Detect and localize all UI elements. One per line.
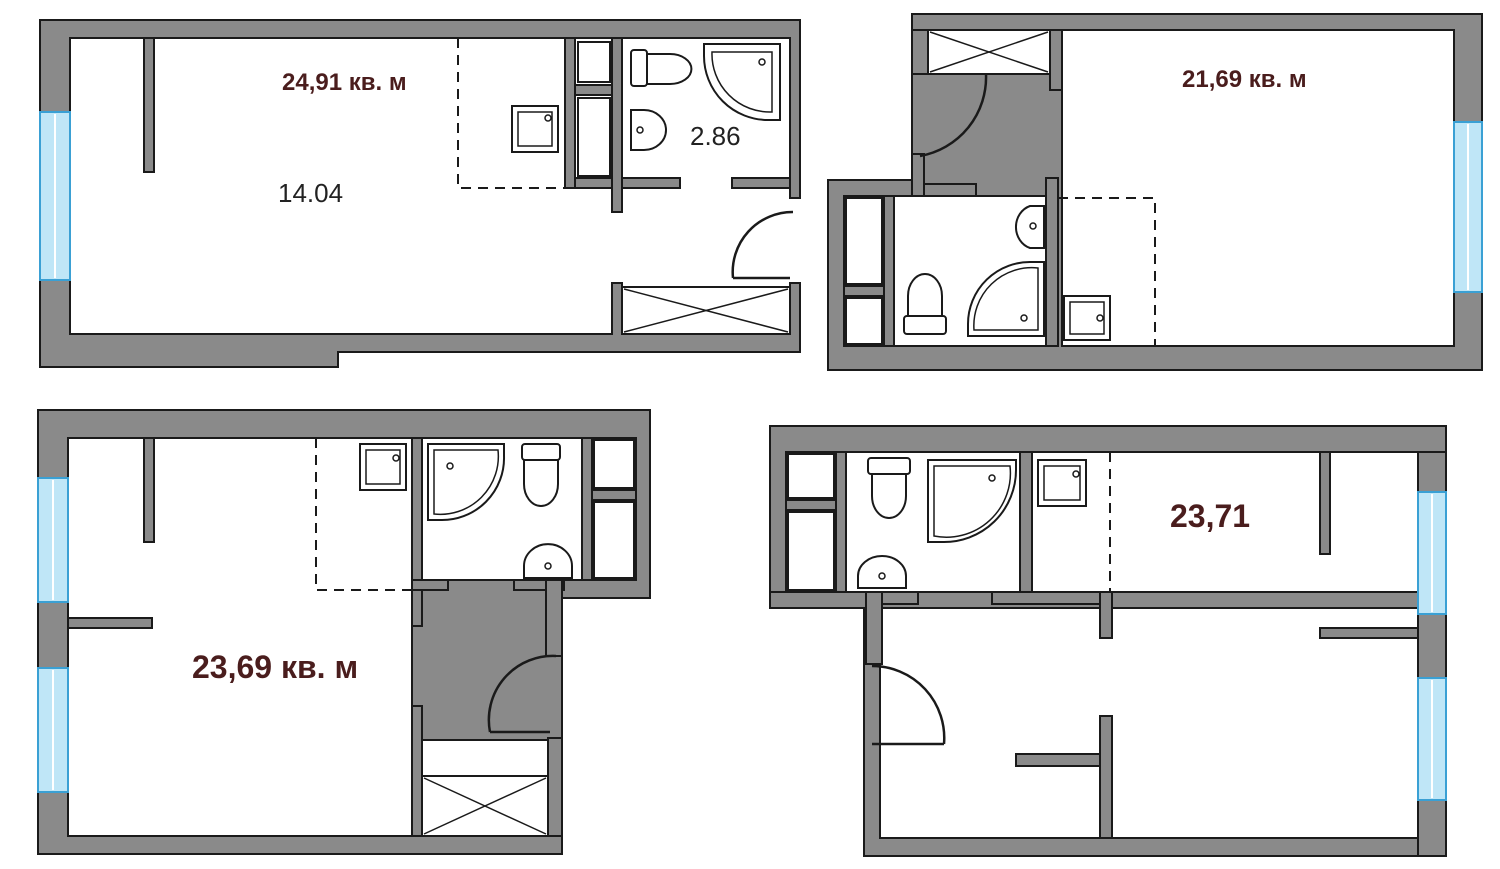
plan-1-room-label: 14.04 — [278, 178, 343, 208]
plan-3-partition — [591, 489, 637, 501]
plan-3-partition — [411, 437, 423, 627]
plan-3-partition — [547, 737, 563, 837]
plan-4-area-label: 23,71 — [1170, 498, 1250, 534]
plan-4-partition — [1417, 451, 1447, 493]
plan-4-toilet-icon — [867, 457, 911, 475]
plan-2-partition — [883, 195, 895, 347]
plan-2-partition — [923, 183, 977, 197]
plan-3-partition — [513, 579, 565, 591]
plan-1-toilet-icon — [630, 49, 648, 87]
plan-2-closet — [845, 197, 883, 285]
plan-2-partition — [1045, 177, 1059, 347]
plan-4-partition — [769, 591, 881, 609]
plan-1-closet — [577, 97, 611, 177]
plan-1-shower-icon — [703, 43, 781, 121]
plan-1-washbasin-icon — [630, 109, 667, 151]
plan-2-area-label: 21,69 кв. м — [1182, 66, 1307, 93]
plan-1-partition — [731, 177, 791, 189]
plan-2-kitchen-zone — [1058, 197, 1156, 346]
plan-1-partition — [611, 37, 623, 213]
plan-4-washbasin-icon — [857, 555, 907, 589]
plan-1-door — [731, 210, 794, 279]
plan-1-outer-wall — [39, 19, 801, 368]
plan-4-partition — [1099, 715, 1113, 839]
plan-3-closet — [593, 439, 635, 489]
plan-4: 23,71 — [769, 425, 1447, 857]
plan-2-toilet-icon — [907, 273, 943, 317]
plan-4-partition — [991, 591, 1113, 605]
plan-4-partition — [1319, 451, 1331, 555]
plan-1-room-label: 2.86 — [690, 121, 741, 151]
plan-2-partition — [911, 29, 929, 75]
plan-2-shower-icon — [967, 260, 1045, 337]
plan-2-closet — [845, 297, 883, 345]
plan-4-partition — [1099, 591, 1113, 639]
plan-1-closet — [577, 41, 611, 83]
plan-1-partition — [143, 37, 155, 173]
plan-1-partition — [574, 177, 681, 189]
plan-3: 23,69 кв. м — [37, 409, 651, 855]
plan-3-partition — [143, 437, 155, 543]
plan-4-partition — [1319, 627, 1419, 639]
plan-3-closet — [593, 501, 635, 579]
plan-1: 24,91 кв. м 14.04 2.86 — [39, 19, 801, 368]
plan-4-partition — [1417, 613, 1447, 679]
plan-4-partition — [865, 591, 883, 665]
plan-4-partition — [1417, 799, 1447, 857]
plan-3-door — [487, 654, 557, 733]
plan-3-washbasin-icon — [523, 543, 573, 579]
plan-1-partition — [574, 84, 613, 96]
plan-2-partition — [911, 153, 925, 197]
plan-2: 21,69 кв. м — [827, 13, 1483, 371]
plan-1-area-label: 24,91 кв. м — [282, 69, 407, 96]
plan-4-partition — [881, 591, 919, 605]
plan-1-partition — [564, 37, 576, 189]
plan-3-sink-icon — [359, 443, 407, 491]
plan-1-sink-icon — [511, 105, 559, 153]
plan-4-closet — [787, 511, 835, 591]
plan-3-partition — [411, 579, 449, 591]
plan-3-partition — [581, 437, 593, 581]
plan-4-partition — [785, 499, 837, 511]
plan-4-partition — [1019, 451, 1033, 593]
plan-2-partition — [1049, 29, 1063, 91]
plan-3-shower-icon — [427, 443, 506, 522]
plan-2-door — [919, 73, 988, 158]
plan-4-shower-icon — [927, 459, 1017, 544]
plan-1-kitchen-zone — [457, 38, 565, 189]
plan-4-closet — [787, 453, 835, 499]
plan-3-toilet-icon — [521, 443, 561, 461]
plan-4-door — [871, 664, 946, 745]
plan-3-partition — [411, 705, 423, 837]
plan-3-partition — [545, 579, 563, 657]
plan-2-partition — [843, 285, 885, 297]
plan-3-partition — [67, 617, 153, 629]
plan-4-partition — [1015, 753, 1101, 767]
plan-4-sink-icon — [1037, 459, 1087, 507]
plan-3-area-label: 23,69 кв. м — [192, 649, 358, 685]
plan-4-partition — [835, 451, 847, 593]
